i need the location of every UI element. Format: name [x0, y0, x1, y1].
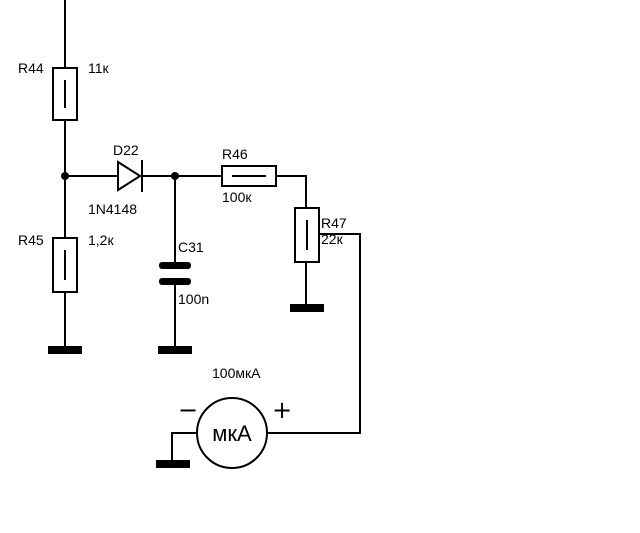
d22-value-label: 1N4148 [88, 201, 137, 217]
d22-ref-label: D22 [113, 142, 139, 158]
r46-value-label: 100к [222, 189, 252, 205]
r44-value-label: 11к [88, 60, 110, 76]
wire-wiper-to-meter [267, 233, 361, 434]
meter-plus-sign: + [272, 396, 292, 424]
ground-symbol-meter [156, 460, 190, 468]
diode-d22 [117, 160, 142, 192]
capacitor-c31-plate-top [159, 262, 191, 269]
ground-symbol-r45 [48, 346, 82, 354]
r44-ref-label: R44 [18, 60, 44, 76]
c31-ref-label: C31 [178, 239, 204, 255]
wire-r46-to-r47 [276, 175, 307, 208]
r47-ref-label: R47 [321, 215, 347, 231]
ground-symbol-r47 [290, 304, 324, 312]
meter-minus-sign: − [178, 396, 198, 424]
r46-ref-label: R46 [222, 146, 248, 162]
ground-symbol-c31 [158, 346, 192, 354]
capacitor-c31-plate-bottom [159, 278, 191, 285]
wire-meter-ground [171, 432, 197, 462]
meter-rating-label: 100мкА [212, 365, 261, 381]
r45-ref-label: R45 [18, 232, 44, 248]
meter-symbol-label: мкА [212, 421, 252, 446]
c31-value-label: 100n [178, 291, 209, 307]
r45-value-label: 1,2к [88, 232, 114, 248]
